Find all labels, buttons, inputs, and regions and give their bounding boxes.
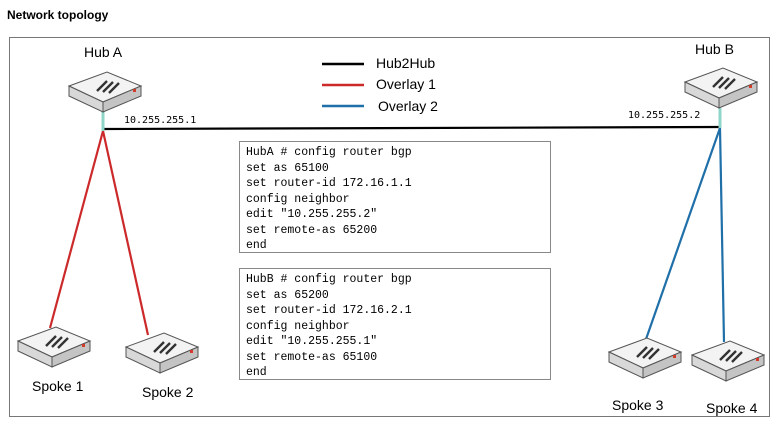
hub2hub-link <box>102 125 721 131</box>
hub-a-address: 10.255.255.1 <box>124 115 197 126</box>
hub-a-router-icon <box>67 70 143 114</box>
hub-b-address: 10.255.255.2 <box>628 110 701 121</box>
overlay1-link-spoke2 <box>101 130 150 336</box>
config-line: edit "10.255.255.2" <box>246 208 378 221</box>
spoke-4-router-icon <box>690 339 766 383</box>
config-line: HubA # config router bgp <box>246 146 412 159</box>
overlay1-link-spoke1 <box>48 130 105 329</box>
links <box>48 125 726 343</box>
config-line: set remote-as 65200 <box>246 223 378 237</box>
config-line: HubB # config router bgp <box>246 273 412 286</box>
spoke-3-router-icon <box>607 336 683 380</box>
config-line: set remote-as 65100 <box>246 350 378 364</box>
config-line: end <box>246 239 267 252</box>
hub-a-label: Hub A <box>84 44 123 60</box>
config-line: set router-id 172.16.1.1 <box>246 177 412 190</box>
overlay2-link-spoke3 <box>643 127 722 343</box>
spoke-1-router-icon <box>16 325 92 369</box>
spoke-3-label: Spoke 3 <box>612 397 664 413</box>
config-line: end <box>246 366 267 379</box>
legend-label-hub2hub: Hub2Hub <box>376 55 436 71</box>
config-line: config neighbor <box>246 192 350 206</box>
hub-b-config-box: HubB # config router bgp set as 65200 set … <box>239 268 551 380</box>
legend-label-overlay2: Overlay 2 <box>378 98 438 114</box>
hub-a-config-box: HubA # config router bgp set as 65100 set … <box>239 141 551 253</box>
overlay2-link-spoke4 <box>718 127 726 343</box>
config-line: set router-id 172.16.2.1 <box>246 304 412 317</box>
config-line: edit "10.255.255.1" <box>246 335 378 348</box>
config-line: set as 65200 <box>246 288 329 302</box>
page-title: Network topology <box>7 8 109 22</box>
spoke-2-label: Spoke 2 <box>142 384 194 400</box>
spoke-2-router-icon <box>124 331 200 375</box>
legend-label-overlay1: Overlay 1 <box>376 76 436 92</box>
diagram-frame <box>9 37 770 417</box>
spoke-4-label: Spoke 4 <box>706 400 758 416</box>
hub-b-router-icon <box>683 66 759 110</box>
config-line: set as 65100 <box>246 161 329 175</box>
config-line: config neighbor <box>246 319 350 333</box>
hub-b-label: Hub B <box>695 41 734 57</box>
spoke-1-label: Spoke 1 <box>32 378 84 394</box>
